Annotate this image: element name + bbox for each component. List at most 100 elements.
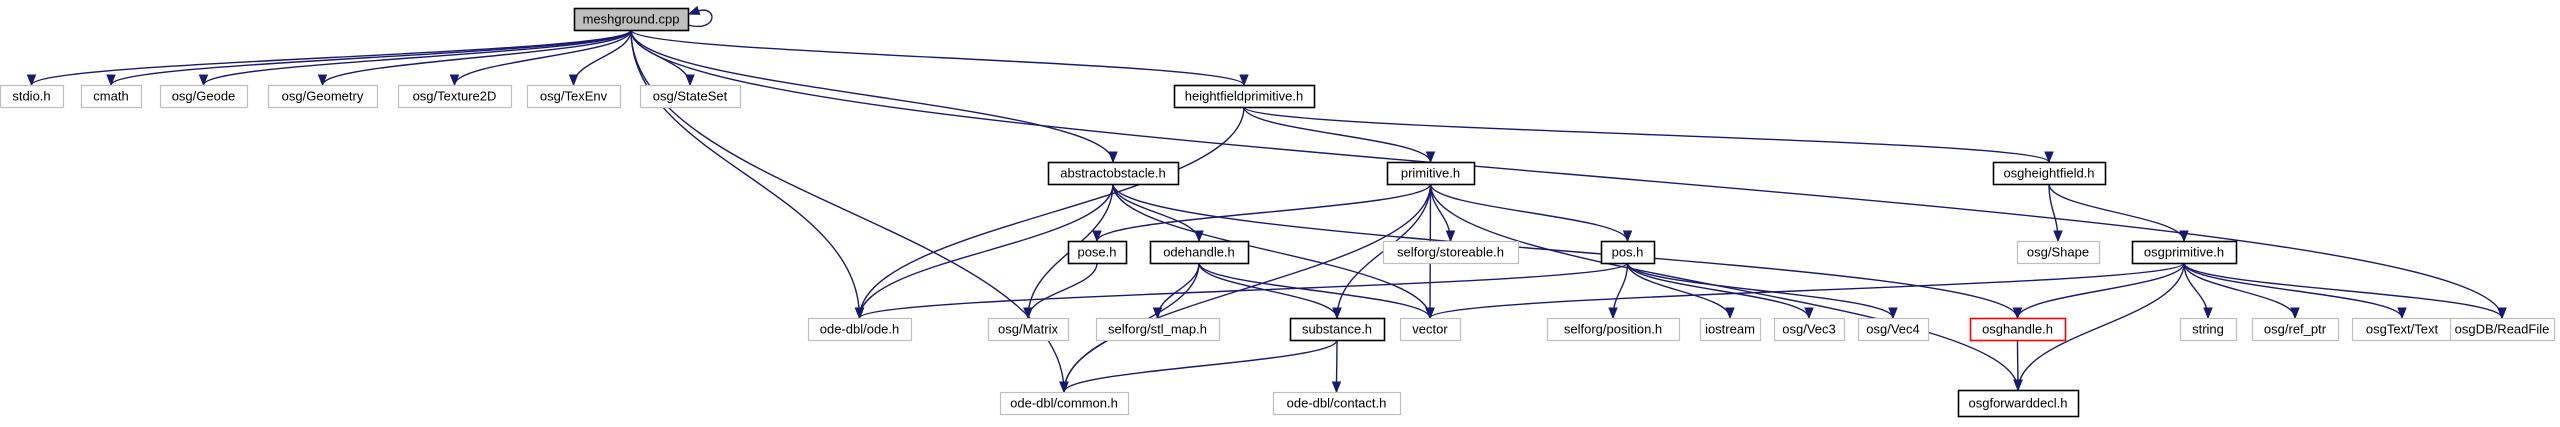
edge-meshground-to-meshground	[687, 5, 713, 28]
node-osgshape[interactable]: osg/Shape	[2016, 240, 2101, 265]
node-label: pos.h	[1612, 245, 1644, 260]
node-box	[1067, 240, 1128, 265]
node-meshground[interactable]: meshground.cpp	[573, 7, 690, 32]
node-odehandle[interactable]: odehandle.h	[1149, 240, 1250, 265]
edge-meshground-to-cmath	[106, 29, 632, 87]
node-label: osg/Shape	[2027, 245, 2089, 260]
node-contact[interactable]: ode-dbl/contact.h	[1272, 391, 1402, 416]
edge-line	[321, 29, 632, 86]
node-label: ode-dbl/ode.h	[820, 322, 900, 337]
edge-line	[453, 29, 632, 86]
edge-arrowhead	[2013, 379, 2023, 392]
node-matrix[interactable]: osg/Matrix	[987, 317, 1070, 342]
edge-arrowhead	[568, 74, 579, 87]
edge-odehandle-to-substance	[1198, 262, 1342, 320]
edge-osgprimitive-to-readfile	[2183, 262, 2507, 320]
edge-arrowhead	[2053, 230, 2063, 243]
node-label: vector	[1412, 322, 1448, 337]
edge-line	[110, 29, 632, 86]
node-box	[1992, 161, 2107, 186]
node-cmath[interactable]: cmath	[80, 84, 143, 109]
edge-arrowhead	[2012, 307, 2023, 320]
edge-arrowhead	[1059, 381, 1069, 394]
edge-arrowhead	[1425, 151, 1436, 164]
node-label: primitive.h	[1401, 166, 1460, 181]
edge-line	[858, 183, 1114, 319]
edge-line	[2048, 183, 2185, 242]
edge-arrowhead	[1445, 230, 1456, 243]
node-geometry[interactable]: osg/Geometry	[267, 84, 379, 109]
node-storeable[interactable]: selforg/storeable.h	[1382, 240, 1520, 265]
node-osgforwarddecl[interactable]: osgforwarddecl.h	[1957, 389, 2080, 418]
node-box	[1289, 317, 1386, 342]
edge-arrowhead	[1092, 230, 1102, 243]
node-stlmap[interactable]: selforg/stl_map.h	[1095, 317, 1221, 342]
edge-heightfieldprimitive-to-odedbl	[854, 106, 1245, 320]
node-osghandle[interactable]: osghandle.h	[1969, 317, 2067, 342]
node-iostream[interactable]: iostream	[1699, 317, 1762, 342]
node-vector[interactable]: vector	[1399, 317, 1462, 342]
edge-arrowhead	[1332, 307, 1342, 320]
node-label: osghandle.h	[1982, 322, 2053, 337]
node-geode[interactable]: osg/Geode	[159, 84, 249, 109]
node-heightfieldprimitive[interactable]: heightfieldprimitive.h	[1173, 84, 1316, 109]
edge-line	[630, 29, 2503, 319]
edge-line	[1112, 183, 2019, 319]
node-box	[1957, 389, 2080, 418]
edge-line	[1027, 262, 1098, 319]
node-label: osg/Vec4	[1866, 322, 1920, 337]
edge-line	[1198, 262, 1338, 319]
node-label: ode-dbl/contact.h	[1287, 396, 1387, 411]
node-box	[1857, 317, 1930, 342]
node-label: osg/Geometry	[282, 89, 364, 104]
edge-line	[1429, 183, 2019, 391]
node-box	[2016, 240, 2101, 265]
node-osgtext[interactable]: osgText/Text	[2351, 317, 2454, 342]
node-common[interactable]: ode-dbl/common.h	[999, 391, 1130, 416]
edge-arrowhead	[1239, 74, 1249, 87]
node-label: selforg/position.h	[1564, 322, 1662, 337]
node-stdio[interactable]: stdio.h	[0, 84, 65, 109]
edge-meshground-to-abstractobstacle	[630, 29, 1118, 164]
node-odedbl[interactable]: ode-dbl/ode.h	[807, 317, 913, 342]
edge-line	[2016, 262, 2185, 319]
edge-line	[630, 29, 1245, 86]
node-readfile[interactable]: osgDB/ReadFile	[2449, 317, 2556, 342]
node-box	[1386, 161, 1476, 186]
node-box	[1699, 317, 1762, 342]
node-position[interactable]: selforg/position.h	[1546, 317, 1681, 342]
edge-arrowhead	[1023, 307, 1033, 320]
edge-arrowhead	[1608, 307, 1618, 320]
node-refptr[interactable]: osg/ref_ptr	[2251, 317, 2340, 342]
node-osgheightfield[interactable]: osgheightfield.h	[1992, 161, 2107, 186]
node-vec4[interactable]: osg/Vec4	[1857, 317, 1930, 342]
node-label: osg/Matrix	[998, 322, 1058, 337]
node-label: pose.h	[1077, 245, 1116, 260]
node-box	[573, 7, 690, 32]
node-stateset[interactable]: osg/StateSet	[639, 84, 742, 109]
node-box	[1272, 391, 1402, 416]
edge-meshground-to-texenv	[568, 29, 632, 87]
edge-line	[1243, 106, 2050, 163]
node-substance[interactable]: substance.h	[1289, 317, 1386, 342]
node-osgprimitive[interactable]: osgprimitive.h	[2131, 240, 2238, 265]
edge-line	[1096, 183, 1432, 242]
node-primitive[interactable]: primitive.h	[1386, 161, 1476, 186]
edge-line	[858, 106, 1245, 319]
node-box	[1600, 240, 1656, 265]
node-texenv[interactable]: osg/TexEnv	[526, 84, 622, 109]
edges-layer	[26, 5, 2507, 394]
node-posh[interactable]: pos.h	[1600, 240, 1656, 265]
node-pose[interactable]: pose.h	[1067, 240, 1128, 265]
node-abstractobstacle[interactable]: abstractobstacle.h	[1047, 161, 1180, 186]
edge-arrowhead	[2497, 307, 2507, 320]
edge-pose-to-matrix	[1023, 262, 1098, 320]
node-label: osg/ref_ptr	[2264, 322, 2327, 337]
node-string[interactable]: string	[2179, 317, 2238, 342]
edge-arrowhead	[2290, 307, 2300, 320]
edge-line	[687, 9, 713, 28]
edge-substance-to-common	[1059, 339, 1338, 394]
node-vec3[interactable]: osg/Vec3	[1773, 317, 1846, 342]
node-texture2d[interactable]: osg/Texture2D	[397, 84, 513, 109]
edge-line	[630, 29, 1114, 163]
